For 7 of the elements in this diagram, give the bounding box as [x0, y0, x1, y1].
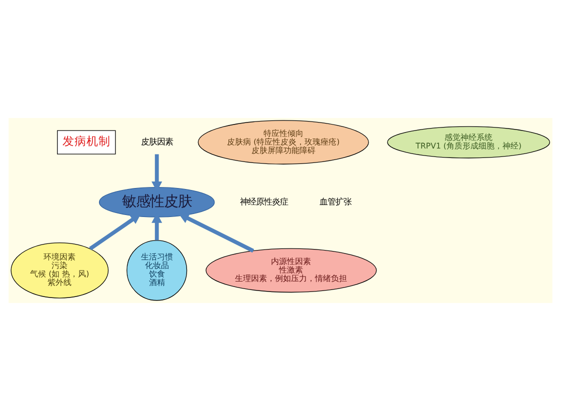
label: 血管扩张 [320, 196, 352, 206]
arrow [178, 212, 254, 252]
label: 神经原性炎症 [240, 196, 288, 206]
node-ellipse: 敏感性皮肤 [98, 186, 215, 217]
node-box: 发病机制 [57, 130, 116, 154]
arrow [89, 213, 141, 250]
node-text: 皮肤因素 [140, 136, 173, 146]
